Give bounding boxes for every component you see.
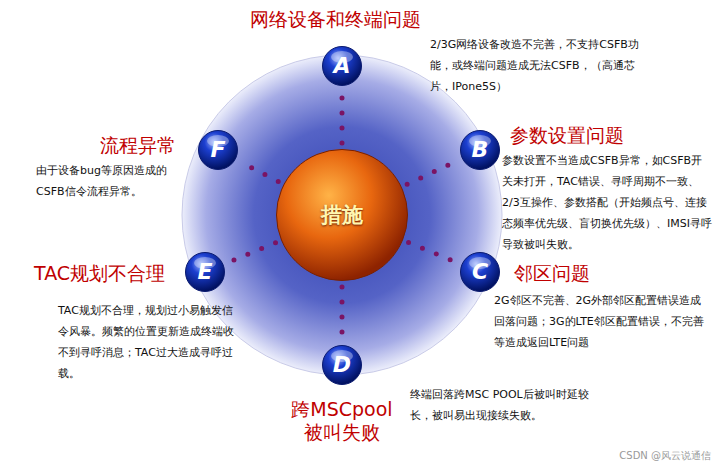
letter-ball: C邻区问题2G邻区不完善、2G外部邻区配置错误造成回落问题；3G的LTE邻区配置… [460, 252, 500, 292]
letter-ball: ETAC规划不合理TAC规划不合理，规划过小易触发信令风暴。频繁的位置更新造成终… [185, 252, 225, 292]
ball-letter: B [460, 130, 500, 170]
ball-letter: C [460, 252, 500, 292]
topic-heading: 流程异常 [100, 134, 200, 157]
topic-heading: 跨MSCpool被叫失败 [284, 398, 400, 444]
topic-description: 2G邻区不完善、2G外部邻区配置错误造成回落问题；3G的LTE邻区配置错误，不完… [494, 290, 706, 353]
dotted-connector [229, 243, 276, 262]
letter-ball: D跨MSCpool被叫失败终端回落跨MSC POOL后被叫时延较长，被叫易出现接… [322, 345, 362, 385]
topic-description: 由于设备bug等原因造成的CSFB信令流程异常。 [36, 160, 186, 202]
topic-description: 2/3G网络设备改造不完善，不支持CSFB功能，或终端问题造成无法CSFB，（高… [430, 34, 648, 97]
letter-ball: A网络设备和终端问题2/3G网络设备改造不完善，不支持CSFB功能，或终端问题造… [322, 46, 362, 86]
ball-disc [323, 346, 362, 385]
topic-description: 终端回落跨MSC POOL后被叫时延较长，被叫易出现接续失败。 [410, 384, 590, 426]
ball-disc [323, 47, 362, 86]
ball-disc [199, 131, 238, 170]
topic-heading: 邻区问题 [514, 262, 634, 285]
ball-letter: D [322, 345, 362, 385]
center-circle: 措施 [276, 149, 408, 281]
dotted-connector [241, 162, 278, 182]
topic-heading: 网络设备和终端问题 [250, 8, 440, 31]
topic-heading: 参数设置问题 [510, 124, 660, 147]
ball-disc [186, 253, 225, 292]
watermark: CSDN @风云说通信 [619, 449, 711, 463]
dotted-connector [409, 242, 456, 262]
topic-description: TAC规划不合理，规划过小易触发信令风暴。频繁的位置更新造成终端收不到寻呼消息；… [58, 300, 238, 384]
letter-ball: B参数设置问题参数设置不当造成CSFB异常，如CSFB开关未打开，TAC错误、寻… [460, 130, 500, 170]
topic-heading: TAC规划不合理 [34, 262, 184, 285]
dotted-connector [407, 161, 456, 184]
ball-letter: F [198, 130, 238, 170]
ball-disc [461, 253, 500, 292]
center-label: 措施 [276, 201, 408, 229]
topic-description: 参数设置不当造成CSFB异常，如CSFB开关未打开，TAC错误、寻呼周期不一致、… [502, 150, 712, 255]
ball-letter: E [185, 252, 225, 292]
dotted-connector [340, 92, 345, 143]
dotted-connector [340, 287, 345, 339]
ball-disc [461, 131, 500, 170]
ball-letter: A [322, 46, 362, 86]
letter-ball: F流程异常由于设备bug等原因造成的CSFB信令流程异常。 [198, 130, 238, 170]
orange-disc [277, 150, 408, 281]
